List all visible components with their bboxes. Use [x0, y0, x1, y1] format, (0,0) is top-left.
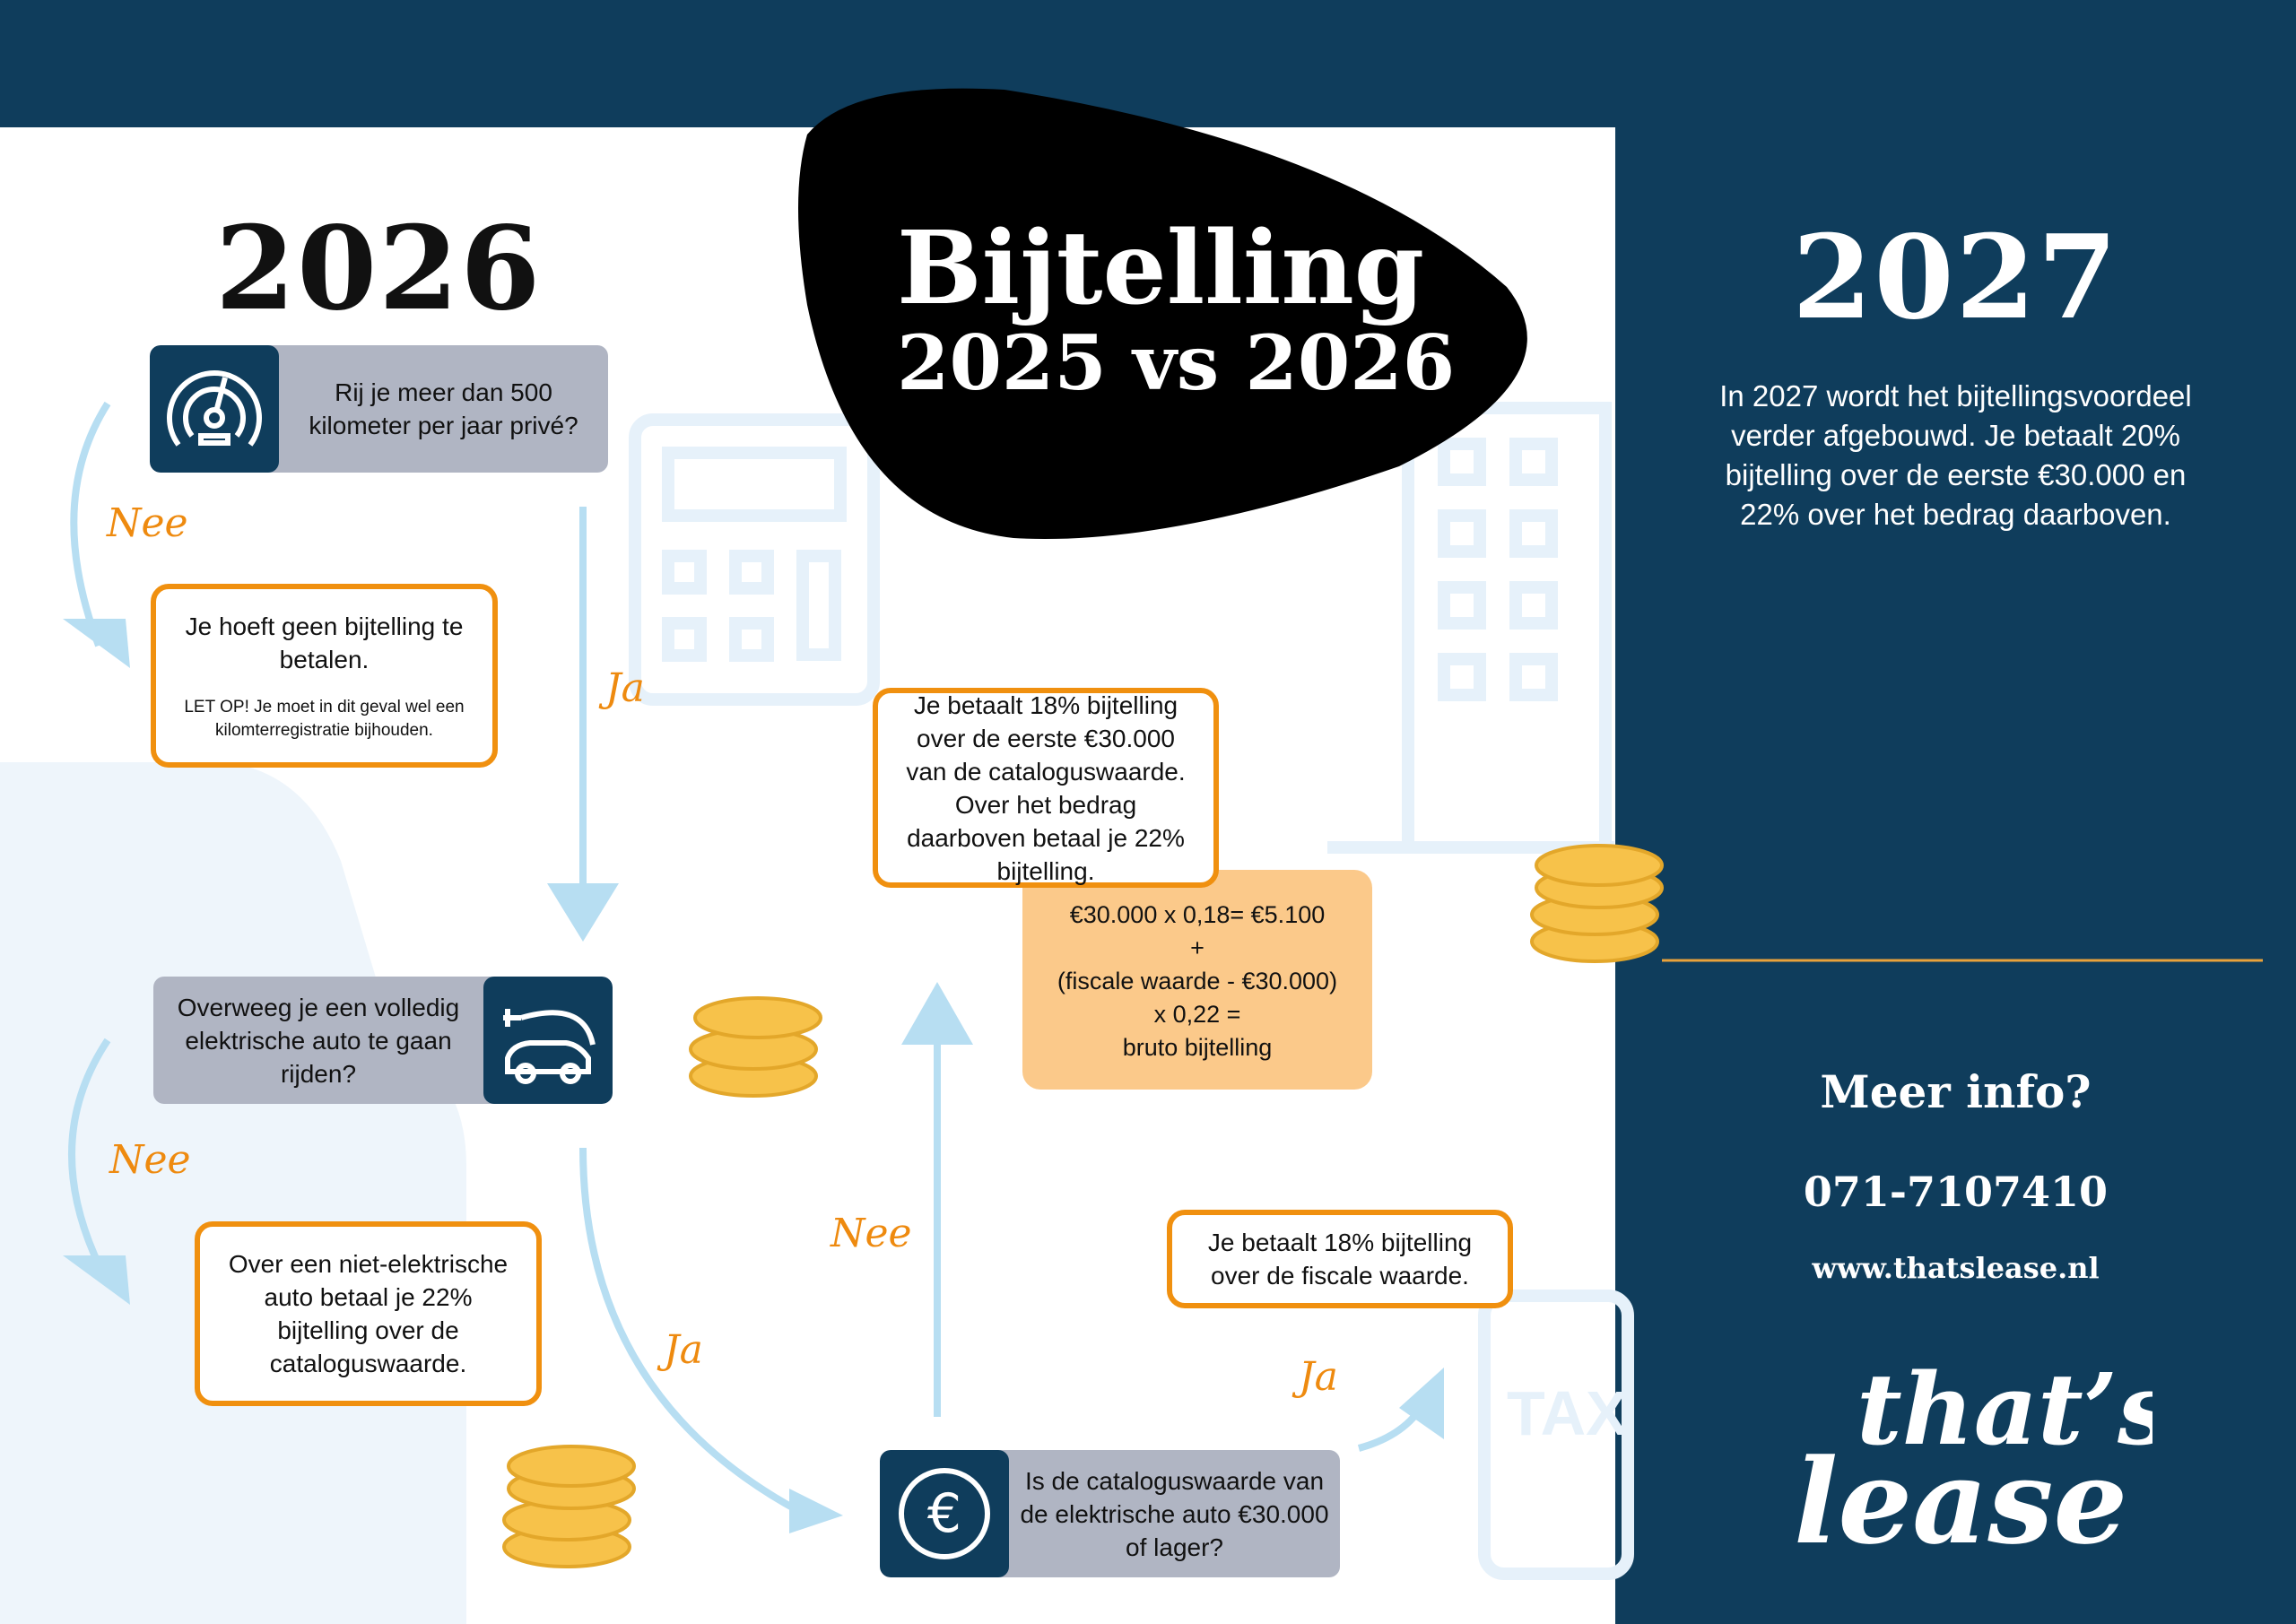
arrow-nee-1 [70, 401, 111, 647]
title-blob [798, 88, 1527, 540]
logo-graphic: that’s lease [1794, 1351, 2173, 1570]
thats-lease-logo: that’s lease [1794, 1351, 2173, 1601]
label-nee: Nee [831, 1211, 912, 1256]
label-ja: Ja [664, 1327, 703, 1373]
non-electric-box: Over een niet-elektrische auto betaal je… [195, 1221, 542, 1406]
speedometer-icon [150, 345, 279, 473]
label-nee: Nee [109, 1137, 191, 1183]
title-line1: Bijtelling [897, 210, 1425, 327]
formula-line: x 0,22 = [1153, 1001, 1241, 1028]
below-30000-text: Je betaalt 18% bijtelling over de fiscal… [1207, 1229, 1473, 1290]
formula-line: (fiscale waarde - €30.000) [1057, 968, 1338, 994]
question-km: Rij je meer dan 500 kilometer per jaar p… [150, 345, 608, 473]
svg-text:that’s: that’s [1857, 1354, 2152, 1467]
title: Bijtelling 2025 vs 2026 [897, 215, 1455, 404]
building-icon [1327, 402, 1614, 854]
above-30000-box: Je betaalt 18% bijtelling over de eerste… [873, 688, 1219, 888]
no-bijtelling-note: LET OP! Je moet in dit geval wel een kil… [184, 697, 465, 740]
more-info-heading: Meer info? [1820, 1065, 2092, 1118]
non-electric-text: Over een niet-elektrische auto betaal je… [228, 1250, 509, 1377]
svg-text:lease: lease [1794, 1433, 2127, 1560]
arrow-ja-2 [579, 1147, 809, 1519]
title-line2: 2025 vs 2026 [897, 318, 1456, 407]
question-catalog-text: Is de cataloguswaarde van de elektrische… [1020, 1466, 1329, 1561]
phone-number[interactable]: 071-7107410 [1803, 1168, 2109, 1216]
arrow-nee-2 [68, 1038, 111, 1284]
no-bijtelling-box: Je hoeft geen bijtelling te betalen. LET… [151, 584, 498, 768]
label-nee: Nee [107, 500, 188, 546]
calculator-icon [629, 413, 880, 706]
tax-document-icon: TAX [1478, 1290, 1634, 1580]
formula-line: bruto bijtelling [1122, 1034, 1273, 1061]
question-electric: Overweeg je een volledig elektrische aut… [153, 977, 613, 1104]
year-2026: 2026 [215, 202, 543, 336]
question-electric-text: Overweeg je een volledig elektrische aut… [177, 993, 460, 1088]
info-2027: In 2027 wordt het bijtellingsvoordeel ve… [1719, 379, 2192, 531]
electric-car-icon [483, 977, 613, 1104]
formula-line: €30.000 x 0,18= €5.100 [1069, 901, 1326, 928]
formula-line: + [1190, 934, 1205, 961]
car-silhouette-icon [0, 762, 466, 1624]
question-km-text: Rij je meer dan 500 kilometer per jaar p… [309, 378, 578, 439]
above-30000-text: Je betaalt 18% bijtelling over de eerste… [906, 690, 1186, 885]
website-link[interactable]: www.thatslease.nl [1812, 1251, 2100, 1285]
right-panel [1615, 0, 2296, 1624]
svg-text:TAX: TAX [1507, 1378, 1628, 1448]
label-ja: Ja [1299, 1354, 1338, 1400]
euro-icon: € [880, 1450, 1009, 1577]
label-ja: Ja [605, 665, 645, 711]
no-bijtelling-text: Je hoeft geen bijtelling te betalen. [185, 612, 464, 673]
formula-box: €30.000 x 0,18= €5.100 + (fiscale waarde… [1022, 870, 1372, 1090]
question-catalog-value: € Is de cataloguswaarde van de elektrisc… [880, 1450, 1340, 1577]
svg-text:€: € [927, 1482, 961, 1545]
coins-icon [502, 844, 1664, 1568]
below-30000-box: Je betaalt 18% bijtelling over de fiscal… [1167, 1210, 1513, 1308]
year-2027: 2027 [1792, 211, 2119, 345]
